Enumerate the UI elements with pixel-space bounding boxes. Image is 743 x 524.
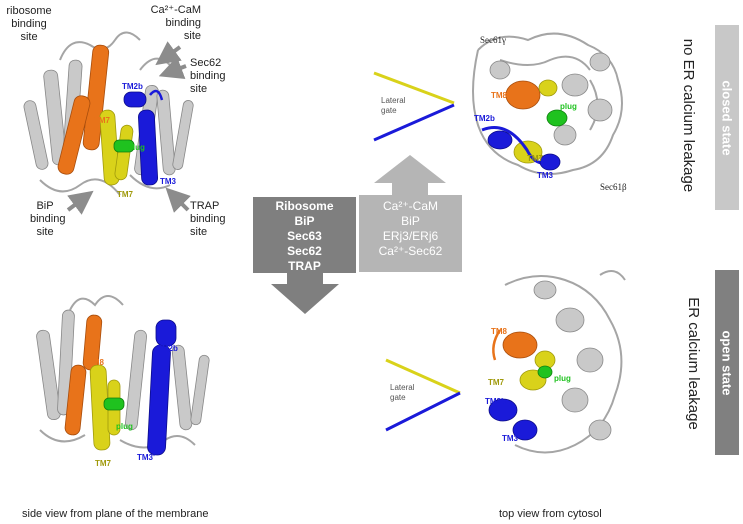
lateral-gate-closed-line1: Lateral [381,96,406,105]
light-box-text: Ca²⁺-CaM BiP ERj3/ERj6 Ca²⁺-Sec62 [359,199,462,259]
dark-box-item-sec62: Sec62 [287,244,322,258]
camodulin-binding-site-label: Ca²⁺-CaM binding site [143,4,201,43]
tm7-label-closed-top: TM7 [527,154,543,163]
dark-box-item-trap: TRAP [288,259,321,273]
sec62-site-arrow [158,56,187,80]
trap-label-line2: binding [190,213,226,225]
tm8-label-closed-top: TM8 [491,91,507,100]
trap-label-line1: TRAP [190,200,220,212]
tm3-label-closed-side: TM3 [160,177,176,186]
light-box-item-bip: BiP [401,214,420,228]
dark-box-text: Ribosome BiP Sec63 Sec62 TRAP [253,199,356,274]
cam-label-line2: binding [165,17,201,29]
tm2b-label-closed-side: TM2b [122,82,143,91]
lateral-gate-label-closed: Lateral gate [381,96,405,116]
down-arrow [271,273,339,314]
closed-state-label: closed state [719,79,735,156]
cam-label-line3: site [183,30,201,42]
plug-label-open-top: plug [554,374,571,383]
bip-label-line2: binding [30,213,66,225]
dark-box-item-ribosome: Ribosome [275,199,334,213]
tm2b-label-closed-top: TM2b [474,114,495,123]
trap-binding-site-label: TRAP binding site [190,200,225,239]
lateral-gate-label-open: Lateral gate [390,383,414,403]
tm7-label-open-side: TM7 [95,459,111,468]
plug-label-closed-side: plug [128,143,145,152]
sec62-binding-site-label: Sec62 binding site [190,57,225,96]
tm3-label-open-top: TM3 [502,434,518,443]
tm2b-label-open-top: TM2b [485,397,506,406]
bip-label-line3: site [36,226,54,238]
sec62-label-line2: binding [190,70,226,82]
trap-site-arrow [165,187,191,213]
light-box-item-erj: ERj3/ERj6 [382,229,439,243]
ribosome-label-line3: site [20,31,38,43]
ribosome-label-line2: binding [11,18,47,30]
sec62-label-line3: site [190,83,208,95]
open-state-label: open state [719,329,735,396]
plug-label-closed-top: plug [560,102,577,111]
dark-box-item-sec63: Sec63 [287,229,322,243]
tm2b-label-open-side: TM2b [157,344,178,353]
side-view-caption: side view from plane of the membrane [22,508,209,520]
light-factor-box [359,195,462,272]
lateral-gate-open-line1: Lateral [390,383,415,392]
sec62-label-line1: Sec62 [190,57,222,69]
light-box-item-sec62: Ca²⁺-Sec62 [378,244,443,258]
closed-state-bar: closed state [715,25,739,210]
tm3prime-label-open-side: TM3' [137,453,155,462]
sec61b-label: Sec61β [600,182,627,192]
light-box-item-cam: Ca²⁺-CaM [382,199,438,213]
open-state-bar: open state [715,270,739,455]
dark-box-item-bip: BiP [294,214,315,228]
ribosome-binding-site-label: ribosome binding site [1,5,57,44]
up-arrow [374,155,446,195]
tm8-label-open-side: TM8 [88,358,104,367]
tm7b-label-closed-side: TM7 [117,190,133,199]
lateral-gate-open-line2: gate [390,393,406,402]
dark-factor-box [253,197,356,273]
bip-site-arrow [66,190,94,215]
bip-label-line1: BiP [36,200,54,212]
tm3-label-closed-top: TM3 [537,171,553,180]
cam-site-arrow [155,41,182,66]
bip-binding-site-label: BiP binding site [30,200,66,239]
trap-label-line3: site [190,226,208,238]
no-er-calcium-leakage-label: no ER calcium leakage [680,38,698,193]
tm8-label-open-top: TM8 [491,327,507,336]
tm7-label-closed-side: TM7 [94,116,110,125]
sec61g-label: Sec61γ [480,35,506,45]
top-view-caption: top view from cytosol [499,508,602,520]
cam-label-line1: Ca²⁺-CaM [150,4,201,16]
er-calcium-leakage-label: ER calcium leakage [684,297,702,430]
plug-label-open-side: plug [116,422,133,431]
ribosome-label-line1: ribosome [6,5,52,17]
lateral-gate-closed-line2: gate [381,106,397,115]
tm7-label-open-top: TM7 [488,378,504,387]
